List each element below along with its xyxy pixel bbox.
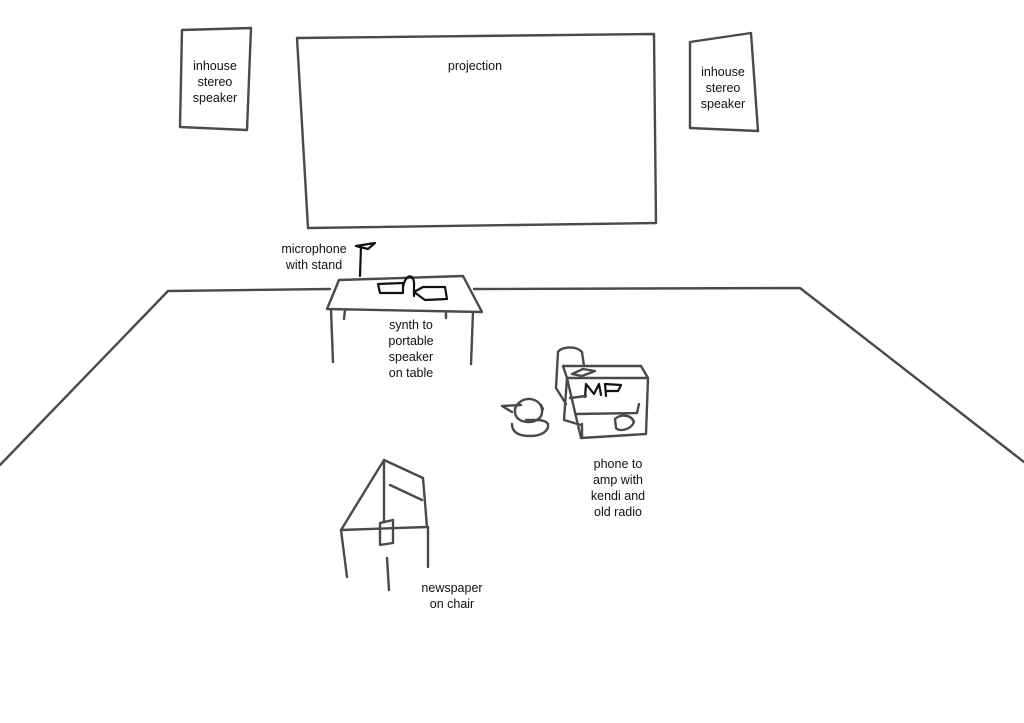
label-line: on table: [388, 366, 434, 380]
chair: [339, 458, 430, 592]
table: [325, 274, 484, 366]
label-line: projection: [447, 59, 503, 73]
room-floor-outline: [0, 286, 1024, 467]
label-line: phone to: [593, 457, 643, 471]
synth-and-speaker: [376, 275, 449, 302]
projection-screen-outline: [295, 32, 658, 230]
kendi: [500, 397, 550, 438]
label-projection: projection: [420, 58, 530, 74]
amp-and-radio: [554, 346, 650, 440]
label-line: on chair: [429, 597, 475, 611]
microphone-stand: [354, 241, 377, 278]
label-line: amp with: [592, 473, 644, 487]
label-line: stereo: [197, 75, 233, 89]
label-line: inhouse: [193, 59, 237, 73]
label-line: old radio: [594, 505, 642, 519]
label-right-speaker: inhouse stereo speaker: [680, 64, 766, 112]
label-line: speaker: [192, 91, 238, 105]
label-microphone: microphone with stand: [272, 241, 356, 273]
label-phone-amp: phone to amp with kendi and old radio: [575, 456, 661, 520]
label-line: inhouse: [701, 65, 745, 79]
label-line: speaker: [388, 350, 434, 364]
label-left-speaker: inhouse stereo speaker: [172, 58, 258, 106]
label-line: with stand: [285, 258, 343, 272]
label-line: newspaper: [421, 581, 483, 595]
label-line: kendi and: [590, 489, 646, 503]
label-newspaper: newspaper on chair: [409, 580, 495, 612]
right-speaker-outline: [688, 31, 760, 133]
label-line: speaker: [700, 97, 746, 111]
label-line: synth to: [389, 318, 433, 332]
left-speaker-outline: [178, 26, 253, 132]
label-line: microphone: [281, 242, 347, 256]
label-line: portable: [388, 334, 434, 348]
label-line: stereo: [705, 81, 741, 95]
label-synth: synth to portable speaker on table: [368, 317, 454, 381]
